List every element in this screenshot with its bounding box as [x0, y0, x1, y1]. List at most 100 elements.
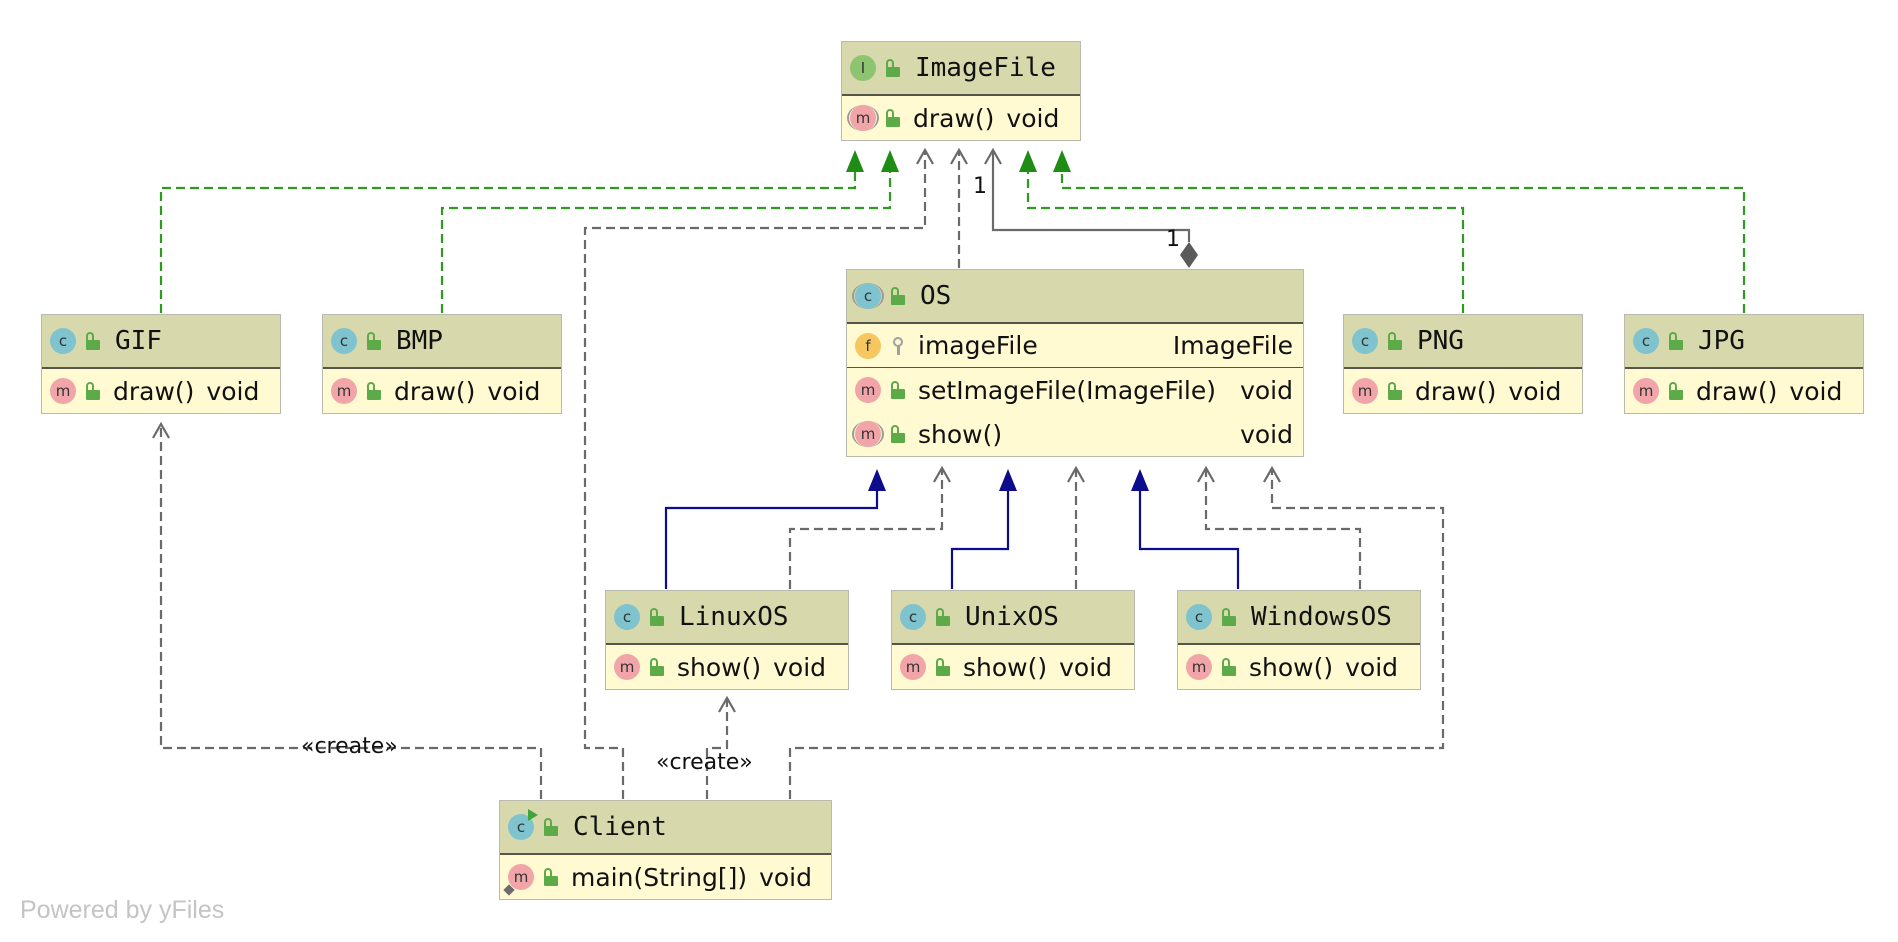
multiplicity-label-imagefile-end: 1 — [973, 174, 987, 199]
class-name: OS — [920, 281, 952, 311]
class-box-client[interactable]: c Client m main(String[]) void — [499, 800, 832, 900]
generalization-windowsos-os — [1138, 491, 1240, 589]
dependency-client-os — [788, 465, 1445, 799]
field-icon: f — [855, 332, 881, 359]
public-lock-icon — [885, 109, 901, 127]
class-header: c PNG — [1344, 315, 1582, 369]
abstract-method-icon: m — [847, 105, 879, 131]
class-name: Client — [573, 812, 667, 842]
public-lock-icon — [366, 332, 382, 350]
method-name: draw() — [1415, 376, 1497, 406]
method-name: show() — [1249, 652, 1334, 682]
public-lock-icon — [85, 332, 101, 350]
public-lock-icon — [890, 425, 906, 443]
method-row: m setImageFile(ImageFile) void — [847, 368, 1303, 412]
public-lock-icon — [890, 381, 906, 399]
class-icon: c — [50, 328, 76, 354]
realization-arrowhead-jpg — [1053, 150, 1071, 172]
class-icon: c — [1633, 328, 1659, 354]
method-return-type: void — [487, 376, 541, 406]
method-name: draw() — [394, 376, 476, 406]
class-header: I ImageFile — [842, 42, 1080, 96]
realization-bmp-imagefile — [440, 172, 892, 313]
method-name: draw() — [113, 376, 195, 406]
class-icon: c — [1186, 604, 1212, 630]
method-return-type: void — [1059, 652, 1113, 682]
method-row: m draw() void — [1625, 369, 1863, 413]
generalization-linuxos-os — [664, 491, 879, 589]
method-icon: m — [855, 377, 881, 403]
method-name: main(String[]) — [571, 862, 748, 892]
public-lock-icon — [1387, 332, 1403, 350]
class-box-windowsos[interactable]: c WindowsOS m show() void — [1177, 590, 1421, 690]
method-icon: m — [50, 378, 76, 404]
dependency-client-linuxos-create — [705, 695, 736, 799]
method-row: m draw() void — [842, 96, 1080, 140]
powered-by-footer: Powered by yFiles — [20, 896, 225, 924]
realization-arrowhead-gif — [846, 150, 864, 172]
method-icon: m — [614, 654, 640, 680]
class-name: PNG — [1417, 326, 1464, 356]
generalization-unixos-os — [950, 491, 1010, 589]
protected-key-icon — [890, 336, 906, 355]
public-lock-icon — [885, 59, 901, 77]
class-box-imagefile[interactable]: I ImageFile m draw() void — [841, 41, 1081, 141]
method-name: show() — [918, 419, 1003, 449]
method-name: show() — [963, 652, 1048, 682]
class-name: ImageFile — [915, 53, 1056, 83]
public-lock-icon — [1221, 608, 1237, 626]
composition-os-imagefile — [984, 147, 1191, 242]
class-box-linuxos[interactable]: c LinuxOS m show() void — [605, 590, 849, 690]
multiplicity-label-os-end: 1 — [1166, 227, 1180, 252]
class-name: JPG — [1698, 326, 1745, 356]
class-box-bmp[interactable]: c BMP m draw() void — [322, 314, 562, 414]
class-box-unixos[interactable]: c UnixOS m show() void — [891, 590, 1135, 690]
abstract-method-icon: m — [852, 421, 884, 447]
public-lock-icon — [543, 818, 559, 836]
public-lock-icon — [366, 382, 382, 400]
class-header: c OS — [847, 270, 1303, 324]
dependency-unixos-os — [1067, 465, 1085, 589]
class-box-jpg[interactable]: c JPG m draw() void — [1624, 314, 1864, 414]
public-lock-icon — [1668, 332, 1684, 350]
class-box-os[interactable]: c OS f imageFile ImageFile m setImageFil… — [846, 269, 1304, 457]
realization-gif-imagefile — [159, 172, 857, 313]
dependency-client-imagefile — [583, 147, 934, 799]
method-return-type: void — [773, 652, 827, 682]
public-lock-icon — [935, 658, 951, 676]
class-box-png[interactable]: c PNG m draw() void — [1343, 314, 1583, 414]
method-return-type: void — [1789, 376, 1843, 406]
public-lock-icon — [1668, 382, 1684, 400]
interface-icon: I — [850, 55, 876, 81]
method-row: m main(String[]) void — [500, 855, 831, 899]
class-box-gif[interactable]: c GIF m draw() void — [41, 314, 281, 414]
class-icon: c — [331, 328, 357, 354]
class-icon: c — [1352, 328, 1378, 354]
realization-arrowhead-png — [1019, 150, 1037, 172]
method-icon: m — [1352, 378, 1378, 404]
public-lock-icon — [543, 868, 559, 886]
generalization-arrowhead-linuxos — [868, 469, 886, 491]
class-header: c WindowsOS — [1178, 591, 1420, 645]
method-return-type: void — [1508, 376, 1562, 406]
class-header: c Client — [500, 801, 831, 855]
method-return-type: void — [1240, 375, 1293, 405]
method-row: m show() void — [1178, 645, 1420, 689]
class-header: c BMP — [323, 315, 561, 369]
field-type: ImageFile — [1172, 331, 1293, 360]
public-lock-icon — [649, 608, 665, 626]
class-name: UnixOS — [965, 602, 1059, 632]
dependency-client-gif-create — [152, 421, 543, 799]
generalization-arrowhead-windowsos — [1131, 469, 1149, 491]
class-header: c GIF — [42, 315, 280, 369]
realization-png-imagefile — [1026, 172, 1465, 313]
dependency-windowsos-os — [1197, 465, 1362, 589]
method-return-type: void — [1240, 419, 1293, 449]
public-lock-icon — [935, 608, 951, 626]
class-icon: c — [614, 604, 640, 630]
method-icon: m — [331, 378, 357, 404]
class-name: BMP — [396, 326, 443, 356]
method-name: show() — [677, 652, 762, 682]
